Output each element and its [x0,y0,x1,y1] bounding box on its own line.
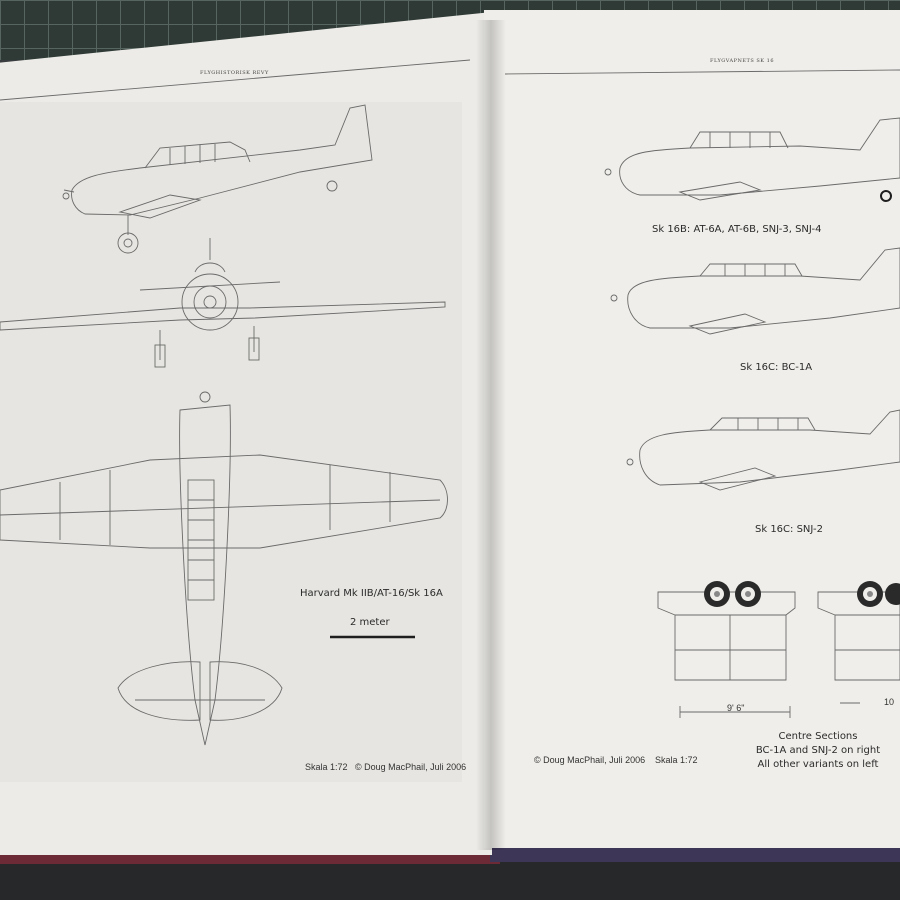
right-header-rule [504,69,900,75]
profile-bc1a-drawing [610,247,900,335]
left-page-header: FLYGHISTORISK REVY [200,70,269,76]
book-gutter [476,20,506,850]
centre-sections-title: Centre Sections [778,731,858,742]
right-page [484,10,900,848]
profile-snj2-drawing [626,409,900,491]
centre-section-left-drawing [657,591,796,718]
side-view-drawing [62,104,373,254]
profile-sk16b-drawing [604,117,900,202]
centre-section-wheels [704,581,900,607]
dimension-right-label: 10 [884,697,895,707]
right-credit: © Doug MacPhail, Juli 2006 [534,755,646,765]
centre-sections-note: Centre Sections BC-1A and SNJ-2 on right… [743,730,893,772]
plan-view-drawing [0,391,448,746]
right-scale-label: Skala 1:72 [655,755,698,765]
caption-bc1a: Sk 16C: BC-1A [740,362,813,373]
centre-sections-line2: All other variants on left [757,759,879,770]
left-scale-label: Skala 1:72 [305,762,348,772]
left-drawing-panel [0,102,462,782]
caption-sk16b: Sk 16B: AT-6A, AT-6B, SNJ-3, SNJ-4 [652,224,822,235]
centre-section-right-drawing [817,591,900,704]
right-page-header: FLYGVAPNETS SK 16 [710,58,774,64]
scale-bar-label: 2 meter [350,617,390,628]
left-header-rule [0,59,471,101]
caption-snj2: Sk 16C: SNJ-2 [755,524,823,535]
front-view-drawing [0,238,446,368]
left-credit: © Doug MacPhail, Juli 2006 [355,762,467,772]
dimension-left-label: 9' 6" [727,703,745,713]
centre-sections-line1: BC-1A and SNJ-2 on right [755,745,881,756]
left-drawing-title: Harvard Mk IIB/AT-16/Sk 16A [300,588,443,599]
